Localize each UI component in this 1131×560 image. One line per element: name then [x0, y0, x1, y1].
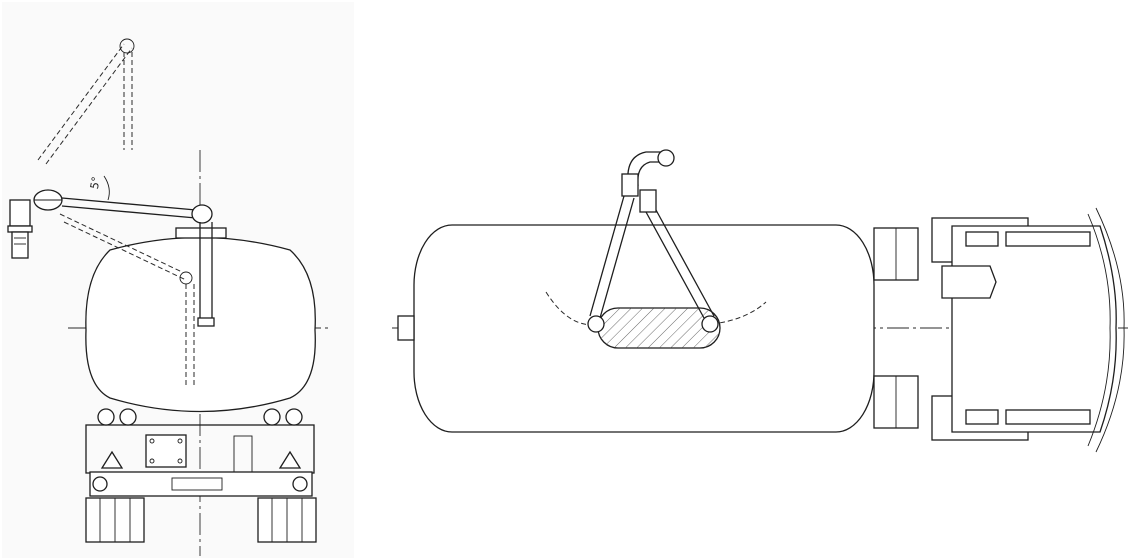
front-view: 5°	[2, 2, 354, 558]
arm-mast-pipe	[11, 231, 29, 259]
cab-bumper-outline	[1095, 207, 1125, 453]
tail-light	[285, 408, 303, 426]
manhole-cover	[175, 227, 227, 239]
arm-top-nozzle-right	[701, 315, 719, 333]
arm-top-joint-right	[639, 189, 657, 213]
arm-mast-flange	[7, 225, 33, 233]
drop-pipe-nozzle	[197, 317, 215, 327]
plate-bolt	[149, 458, 155, 464]
seat-right	[965, 409, 999, 425]
warning-triangle-right	[278, 450, 302, 469]
plate-bolt	[177, 458, 183, 464]
tail-light	[97, 408, 115, 426]
bench-upper	[1005, 231, 1091, 247]
engine-cover	[941, 265, 997, 299]
plate-bolt	[149, 438, 155, 444]
tail-light	[119, 408, 137, 426]
raised-elbow-joint	[119, 38, 135, 54]
rear-outlet	[397, 315, 415, 341]
angle-label: 5°	[88, 176, 103, 191]
arm-top-joint-left	[621, 173, 639, 197]
cab-body	[951, 225, 1117, 433]
arm-mast-head	[9, 199, 31, 227]
bench-lower	[1005, 409, 1091, 425]
seat-left	[965, 231, 999, 247]
arm-top-swivel	[657, 149, 675, 167]
arm-elbow-joint	[191, 204, 213, 224]
manhole-hatch	[598, 308, 720, 348]
loading-arm-top	[587, 149, 719, 333]
rear-panel-plate	[145, 434, 187, 468]
cab-windshield	[1087, 213, 1111, 447]
tail-light	[263, 408, 281, 426]
license-plate	[171, 477, 223, 491]
arm-top-nozzle-left	[587, 315, 605, 333]
tail-lights	[97, 408, 303, 426]
rear-wheels	[85, 497, 317, 543]
bumper-light-right	[292, 476, 308, 492]
top-view	[392, 149, 1128, 453]
warning-triangle-left	[100, 450, 124, 469]
rear-bumper	[89, 471, 313, 497]
bumper-light-left	[92, 476, 108, 492]
truck-cab	[931, 207, 1125, 453]
angle-arc	[103, 175, 110, 201]
loading-arm-front: 5°	[7, 38, 215, 388]
plate-bolt	[177, 438, 183, 444]
